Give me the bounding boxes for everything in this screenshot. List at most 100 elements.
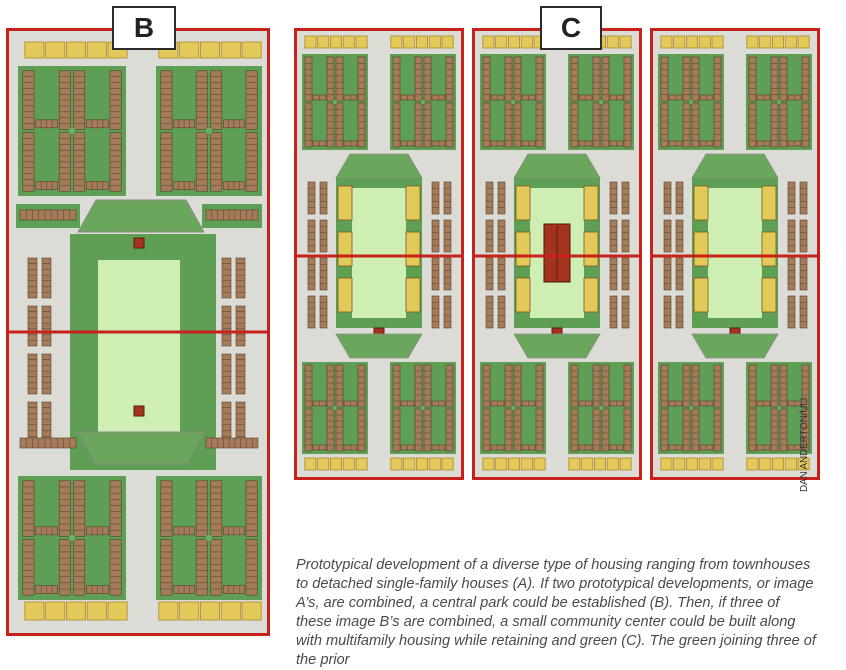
townhouse-block [482,364,491,408]
kiosk [133,237,145,249]
townhouse-block [27,257,38,299]
townhouse-block [592,408,601,452]
townhouse-block [445,408,454,452]
townhouse-block [691,408,700,452]
tree [776,405,782,411]
townhouse-block [357,102,366,148]
townhouse-block [27,305,38,347]
townhouse-block [392,102,401,148]
townhouse-block [682,56,691,102]
townhouse-block [504,408,513,452]
label-c: C [540,6,602,50]
house [686,457,699,471]
multifamily-building [515,231,531,267]
townhouse-block [58,480,71,537]
townhouse-block [41,401,52,443]
house [746,35,759,49]
townhouse-block [787,219,796,253]
townhouse-block [592,364,601,408]
townhouse-block [623,102,632,148]
house [45,601,66,621]
townhouse-block [423,56,432,102]
house [86,41,107,59]
site-plan-c-center [472,28,642,480]
townhouse-block [623,56,632,102]
house [508,457,521,471]
townhouse-block [535,56,544,102]
house [759,457,772,471]
townhouse-block [601,408,610,452]
townhouse-block [801,364,810,408]
plaza [335,153,423,179]
house [482,457,495,471]
townhouse-block [601,102,610,148]
townhouse-block [513,102,522,148]
townhouse-block [414,364,423,408]
house [784,457,797,471]
townhouse-block [535,102,544,148]
townhouse-block [623,408,632,452]
townhouse-block [787,295,796,329]
townhouse-block [504,56,513,102]
townhouse-block [221,305,232,347]
townhouse-block [423,364,432,408]
townhouse-block [335,56,344,102]
townhouse-block [414,408,423,452]
house [241,601,262,621]
house [594,457,607,471]
house [342,457,355,471]
multifamily-building [515,185,531,221]
townhouse-block [423,408,432,452]
townhouse-block [485,295,494,329]
house [107,601,128,621]
label-b: B [112,6,176,50]
townhouse-block [109,480,122,537]
townhouse-block [304,364,313,408]
site-plan-c-left [294,28,464,480]
townhouse-block [675,181,684,215]
townhouse-block [335,102,344,148]
townhouse-block [27,353,38,395]
townhouse-block [443,181,452,215]
plaza [691,153,779,179]
townhouse-block [801,102,810,148]
house [660,35,673,49]
townhouse-block [713,56,722,102]
house [495,35,508,49]
townhouse-block [414,102,423,148]
townhouse-block [326,408,335,452]
tree [510,405,516,411]
house [330,457,343,471]
townhouse-block [609,295,618,329]
house [698,457,711,471]
townhouse-block [443,219,452,253]
tree [204,126,214,136]
house [390,35,403,49]
house [797,35,810,49]
townhouse-block [497,257,506,291]
townhouse-block [801,408,810,452]
townhouse-block [787,257,796,291]
townhouse-block [485,257,494,291]
townhouse-block [392,408,401,452]
townhouse-block [682,408,691,452]
house [441,457,454,471]
multifamily-building [515,277,531,313]
townhouse-block [623,364,632,408]
house [581,457,594,471]
plaza [335,333,423,359]
townhouse-block [392,364,401,408]
townhouse-block [445,56,454,102]
house [355,35,368,49]
townhouse-block [431,219,440,253]
townhouse-block [73,480,86,537]
townhouse-block [660,56,669,102]
townhouse-block [497,219,506,253]
townhouse-block [335,408,344,452]
house [660,457,673,471]
townhouse-block [210,480,223,537]
townhouse-block [663,295,672,329]
house [698,35,711,49]
multifamily-building [337,185,353,221]
house [317,35,330,49]
